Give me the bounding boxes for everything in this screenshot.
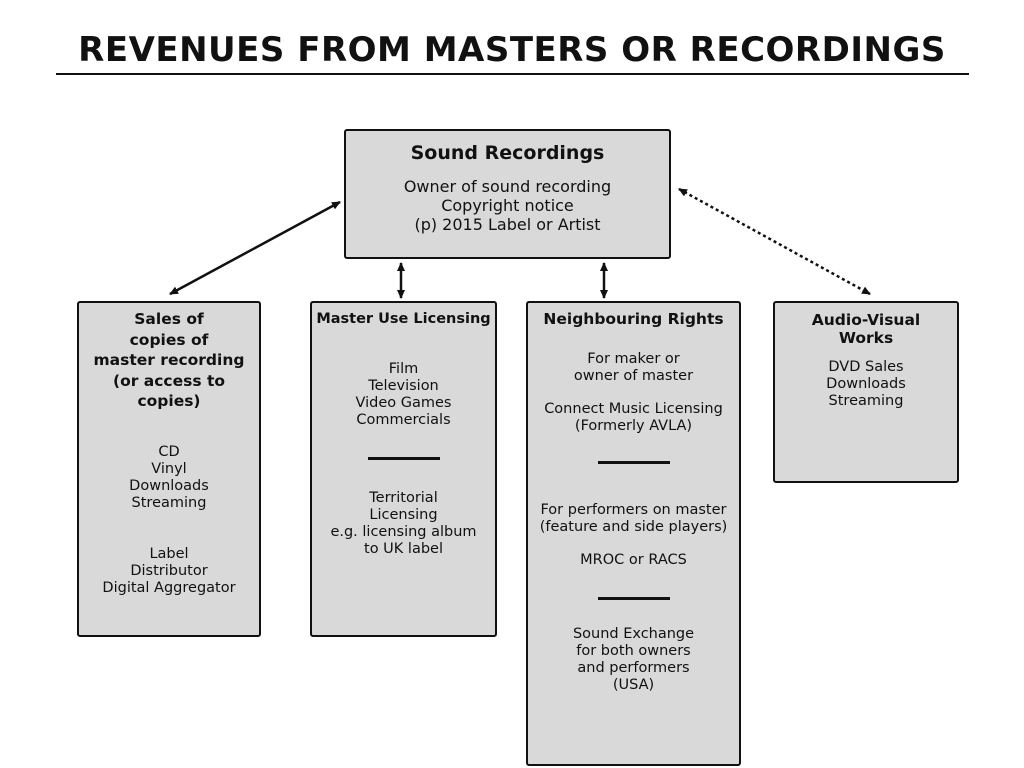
dotted-arrow-root-audio-visual [678,187,871,296]
sales-heading: copies of [129,330,209,349]
neighbouring-rights-heading: Neighbouring Rights [543,310,724,328]
sales-box: Sales of copies of master recording (or … [77,301,261,637]
sales-format: Streaming [131,494,207,511]
root-line: Copyright notice [441,196,574,215]
audio-visual-item: DVD Sales [828,359,904,375]
sound-exchange-line: and performers [577,660,690,676]
audio-visual-heading: Works [838,329,894,347]
section-divider [597,461,670,464]
sales-heading: (or access to copies) [112,371,226,411]
master-use-item: Commercials [356,412,451,428]
master-use-item: Video Games [355,395,452,411]
page-title: REVENUES FROM MASTERS OR RECORDINGS [78,30,946,70]
sales-format: Vinyl [151,460,187,477]
sales-format: Downloads [129,477,209,494]
section-divider [367,457,440,460]
territorial-line: Licensing [369,507,438,523]
sound-recordings-box: Sound Recordings Owner of sound recordin… [344,129,671,259]
audio-visual-item: Streaming [828,393,904,409]
sound-exchange-line: Sound Exchange [572,626,695,642]
master-use-item: Film [388,361,419,377]
neighbouring-rights-box: Neighbouring Rights For maker or owner o… [526,301,741,766]
audio-visual-heading: Audio-Visual [811,311,921,329]
territorial-line: e.g. licensing album [330,524,477,540]
makers-org-line: Connect Music Licensing [544,401,723,417]
performers-org-line: MROC or RACS [580,552,687,568]
root-line: (p) 2015 Label or Artist [414,215,601,234]
sound-recordings-heading: Sound Recordings [410,142,605,164]
sound-exchange-line: for both owners [576,643,691,659]
sales-party: Distributor [130,562,208,579]
sales-format: CD [158,443,180,460]
section-divider [597,597,670,600]
sales-heading: Sales of [134,310,204,328]
audio-visual-item: Downloads [826,376,906,392]
sales-party: Digital Aggregator [102,579,236,596]
title-underline [56,73,969,75]
sales-party: Label [149,545,189,562]
territorial-line: Territorial [369,490,438,506]
territorial-line: to UK label [364,541,443,557]
master-use-item: Television [368,378,439,394]
makers-line: For maker or [587,351,680,367]
master-use-heading: Master Use Licensing [316,311,491,327]
makers-line: owner of master [573,368,694,384]
sales-heading: master recording [93,351,245,369]
audio-visual-box: Audio-Visual Works DVD Sales Downloads S… [773,301,959,483]
root-line: Owner of sound recording [403,177,612,196]
performers-line: For performers on master [540,502,727,518]
performers-line: (feature and side players) [539,519,728,535]
makers-org-line: (Formerly AVLA) [574,418,693,434]
master-use-box: Master Use Licensing Film Television Vid… [310,301,497,637]
sound-exchange-line: (USA) [612,677,655,693]
arrow-root-sales [169,200,341,296]
